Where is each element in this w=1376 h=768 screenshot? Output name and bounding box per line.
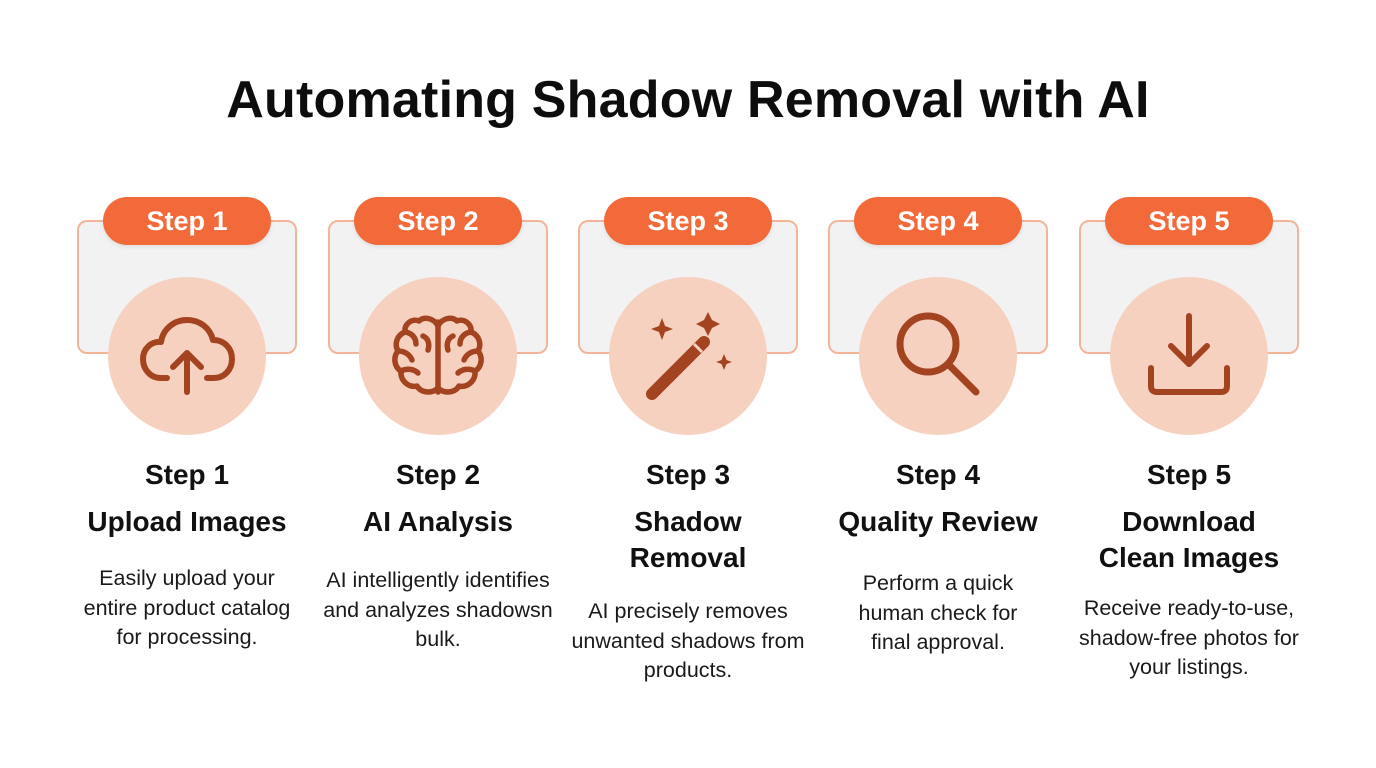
brain-icon — [392, 315, 484, 395]
step-badge: Step 2 — [354, 197, 522, 245]
step-5: Step 5 Step 5 Download Clean Images Rece… — [1064, 0, 1314, 768]
download-icon — [1148, 313, 1230, 395]
icon-circle — [859, 277, 1017, 435]
step-description: AI intelligently identifies and analyzes… — [323, 568, 553, 651]
magic-wand-icon — [646, 312, 732, 400]
step-badge: Step 5 — [1105, 197, 1273, 245]
step-number: Step 2 — [395, 459, 481, 490]
magnifier-icon — [896, 312, 980, 396]
step-badge: Step 3 — [604, 197, 772, 245]
step-description: AI precisely removes unwanted shadows fr… — [571, 599, 805, 682]
step-name: Download Clean Images — [1098, 506, 1280, 573]
step-2: Step 2 Step 2 AI Analysis AI intelligent… — [313, 0, 563, 768]
step-description: Perform a quick human check for final ap… — [858, 571, 1018, 654]
icon-circle — [1110, 277, 1268, 435]
step-3: Step 3 Step 3 Shadow Removal AI precisel… — [563, 0, 813, 768]
step-description: Receive ready-to-use, shadow-free photos… — [1079, 596, 1299, 679]
step-badge: Step 4 — [854, 197, 1022, 245]
step-badge: Step 1 — [103, 197, 271, 245]
icon-circle — [609, 277, 767, 435]
step-number: Step 3 — [645, 459, 731, 490]
step-description: Easily upload your entire product catalo… — [83, 566, 291, 649]
cloud-upload-icon — [140, 317, 235, 395]
step-name: Quality Review — [838, 506, 1038, 537]
step-number: Step 5 — [1146, 459, 1232, 490]
step-name: AI Analysis — [363, 506, 513, 537]
step-1: Step 1 Step 1 Upload Images Easily uploa… — [62, 0, 312, 768]
step-number: Step 4 — [895, 459, 981, 490]
step-4: Step 4 Step 4 Quality Review Perform a q… — [813, 0, 1063, 768]
step-name: Upload Images — [87, 506, 287, 537]
icon-circle — [359, 277, 517, 435]
step-number: Step 1 — [144, 459, 230, 490]
icon-circle — [108, 277, 266, 435]
page-title: Automating Shadow Removal with AI — [226, 71, 1150, 129]
step-name: Shadow Removal — [629, 506, 747, 573]
